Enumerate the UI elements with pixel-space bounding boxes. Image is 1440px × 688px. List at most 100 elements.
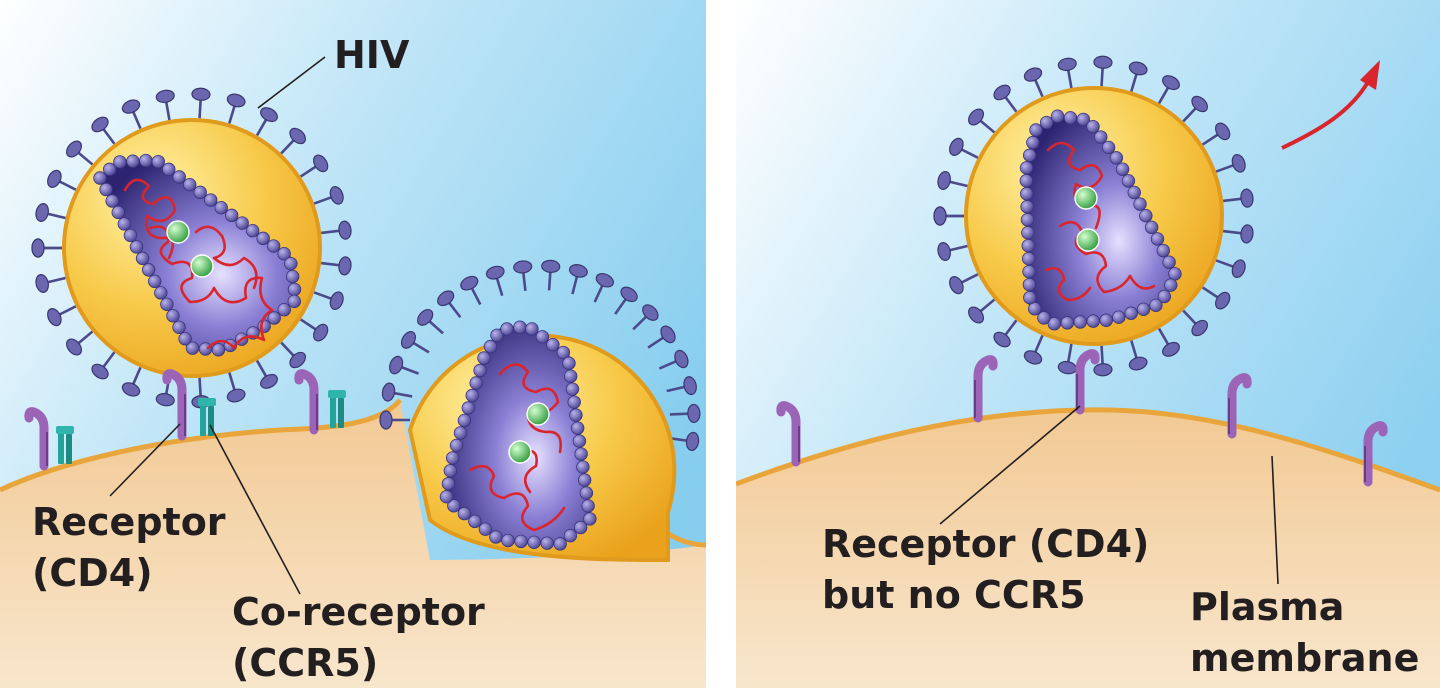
label-receptor-line1: Receptor	[32, 500, 226, 544]
cd4-stalk	[1075, 349, 1100, 415]
spike-stalk	[1130, 340, 1138, 360]
spike-head	[685, 431, 700, 451]
capsid-bead	[1039, 115, 1054, 130]
spike-stalk	[46, 212, 66, 220]
capsid-bead	[564, 369, 578, 383]
capsid-bead	[1060, 316, 1075, 330]
spike-stalk	[1201, 286, 1220, 299]
spike-stalk	[1222, 197, 1243, 203]
capsid-bead	[256, 231, 270, 246]
spike-head	[660, 325, 676, 344]
cd4-receptor	[1075, 349, 1100, 415]
capsid-bead	[151, 154, 165, 169]
capsid-bead	[573, 520, 588, 535]
capsid-bead	[1109, 151, 1124, 165]
spike-head	[260, 373, 278, 389]
spike-stalk	[198, 377, 202, 397]
cd4-receptor	[973, 355, 998, 423]
viral-rna	[194, 225, 258, 290]
capsid-bead	[577, 473, 592, 487]
capsid-bead	[1112, 310, 1126, 324]
glycoprotein-spikes	[379, 259, 701, 451]
viral-rna	[123, 178, 177, 260]
panel-right	[736, 0, 1440, 688]
panel-left	[0, 0, 706, 688]
spike-stalk	[280, 341, 296, 358]
capsid-bead	[1019, 174, 1034, 188]
spike-stalk	[58, 305, 77, 317]
capsid-bead	[1022, 277, 1037, 292]
spike-head	[289, 127, 307, 145]
capsid-bead	[576, 460, 590, 474]
capsid-bead	[572, 434, 587, 448]
capsid-bead	[99, 182, 113, 197]
viral-rna	[498, 363, 562, 454]
capsid-bead	[277, 303, 291, 317]
spike-stalk	[77, 330, 94, 345]
capsid-bead	[1136, 302, 1151, 316]
spike-stalk	[46, 276, 66, 284]
spike-head	[1093, 55, 1113, 69]
spike-head	[687, 403, 701, 424]
capsid-bead	[148, 274, 162, 289]
spike-stalk	[948, 244, 968, 252]
capsid-bead	[141, 263, 156, 277]
leader-receptor-no-ccr5	[939, 405, 1081, 525]
spike-stalk	[280, 138, 296, 155]
ccr5-helix	[338, 398, 344, 428]
spike-head	[155, 89, 175, 104]
cd4-receptor	[162, 369, 187, 441]
capsid-bead	[105, 194, 119, 208]
label-plasma-line1: Plasma	[1190, 585, 1344, 629]
capsid-bead	[1063, 111, 1078, 125]
ccr5-helix	[58, 430, 64, 464]
spike-stalk	[1182, 309, 1198, 326]
spike-stalk	[1215, 163, 1235, 173]
leader-lines-right	[939, 405, 1279, 585]
cd4-receptor	[776, 401, 801, 467]
spike-head	[1231, 259, 1246, 278]
spike-stalk	[164, 101, 171, 121]
capsid-bead	[1162, 255, 1176, 269]
capsid	[439, 320, 597, 551]
spike-head	[47, 308, 62, 327]
capsid-bead	[1020, 187, 1034, 201]
ccr5-coreceptor	[328, 390, 346, 428]
capsid-bead	[111, 205, 125, 220]
spike-head	[949, 276, 964, 295]
capsid-bead	[569, 408, 583, 422]
spike-stalk	[658, 359, 678, 370]
capsid-bead	[473, 363, 487, 378]
capsid-bead	[556, 345, 571, 360]
capsid-bead	[457, 506, 472, 521]
ccr5-cap	[198, 398, 216, 406]
spike-stalk	[1100, 67, 1104, 87]
capsid-bead	[1020, 200, 1034, 214]
spike-stalk	[58, 179, 77, 191]
spike-head	[338, 220, 352, 240]
capsid-bead	[1076, 112, 1091, 127]
spike-head	[289, 351, 307, 369]
capsid-bead	[204, 193, 218, 207]
spike-stalk	[470, 287, 482, 306]
capsid-bead	[1094, 130, 1108, 144]
label-receptor-line2: (CD4)	[32, 551, 153, 595]
cd4-stalk	[294, 369, 319, 435]
ccr5-coreceptor	[56, 426, 74, 464]
spike-stalk	[131, 366, 142, 386]
capsid-bead	[562, 356, 576, 370]
spike-stalk	[393, 391, 413, 398]
capsid-bead	[490, 328, 504, 342]
capsid-bead	[581, 499, 595, 513]
ccr5-cap	[56, 426, 74, 434]
spike-head	[568, 264, 588, 278]
spike-stalk	[1003, 95, 1018, 113]
spike-head	[313, 154, 329, 173]
spike-head	[993, 331, 1011, 348]
hiv-virion-unbound	[933, 55, 1254, 377]
spike-stalk	[1222, 229, 1243, 235]
capsid-bead	[579, 486, 594, 500]
arrow-head	[1360, 60, 1380, 90]
capsid-bead	[1037, 311, 1051, 325]
spike-head	[1128, 61, 1148, 76]
